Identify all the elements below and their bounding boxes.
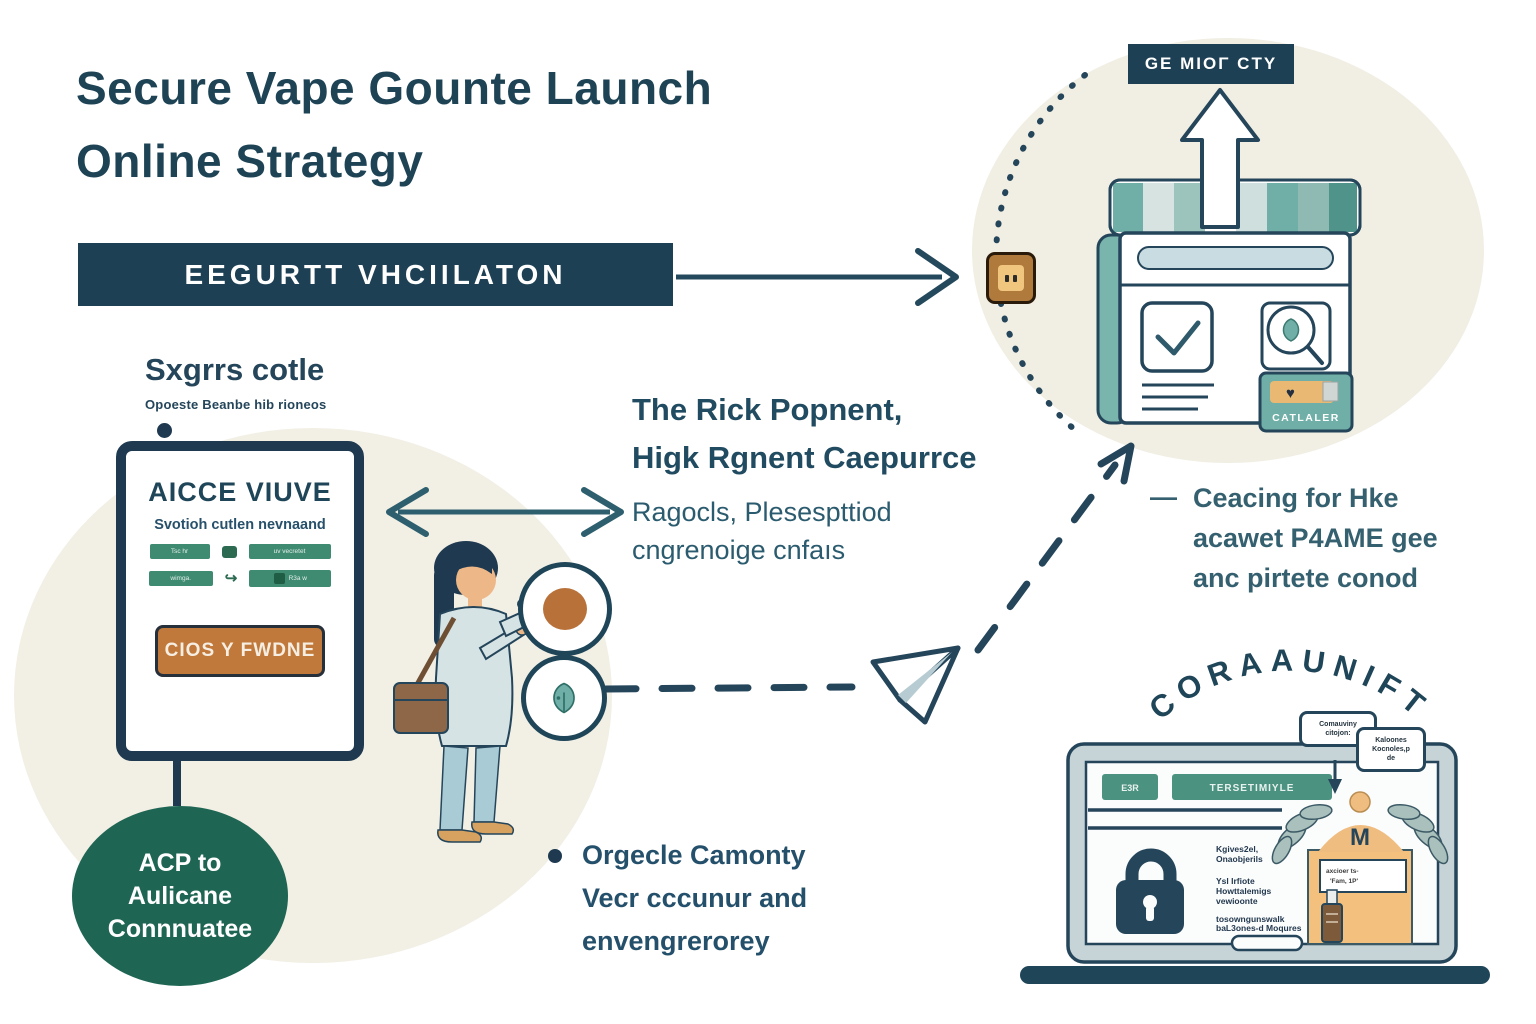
center-body-line1: Ragocls, Plesespttiod	[632, 497, 892, 527]
svg-text:Howttalemigs: Howttalemigs	[1216, 886, 1272, 896]
storefront-searchbar[interactable]	[1137, 246, 1334, 270]
note-line: Kocnoles,p	[1372, 746, 1410, 753]
note-line: citojon:	[1325, 730, 1351, 737]
award-illustration: M axcioer ts- 'Fam, 1P'	[1271, 791, 1449, 945]
validation-banner: EEGURTT VHCIILATON	[78, 243, 673, 306]
stamp-icon	[221, 545, 237, 558]
svg-text:baL3ones-d Moqures: baL3ones-d Moqures	[1216, 923, 1302, 933]
right-note-block: — Ceacing for Hke acawet P4AME gee anc p…	[1150, 478, 1438, 598]
note-down-arrow	[1328, 760, 1342, 794]
center-text-block: The Rick Popnent, Higk Rgnent Caepurrce …	[632, 386, 977, 569]
left-subheading: Opoeste Beanbe hib rioneos	[145, 397, 327, 412]
redo-arrow-icon: ↪	[224, 570, 238, 587]
bottom-note-line2: Vecr cccunur and	[582, 883, 808, 913]
svg-text:Ysl Irfiote: Ysl Irfiote	[1216, 876, 1255, 886]
tablet-pill[interactable]: Tsc hr	[149, 544, 210, 559]
leaf-icon	[553, 682, 575, 714]
laptop-hinge	[1230, 934, 1304, 952]
laptop-button-wide-label: TERSETIMIYLE	[1210, 783, 1295, 794]
green-circle-line3: Connnuatee	[107, 914, 253, 943]
tablet-pill-label: R3a w	[288, 575, 307, 582]
title-line2: Online Strategy	[76, 135, 424, 187]
left-heading: Sxgrrs cotle	[145, 352, 325, 387]
laptop-text-block: Kgives2el, Onaobjerils Ysl Irfiote Howtt…	[1216, 844, 1302, 933]
bottom-note-line3: envengrerorey	[582, 926, 770, 956]
note-line: de	[1386, 755, 1396, 762]
community-note-card: Kaloones Kocnoles,p de	[1356, 727, 1426, 772]
paper-plane-icon	[870, 645, 961, 725]
catalog-card-label: CATLALER	[1272, 412, 1340, 424]
magnifier-lens	[518, 562, 612, 656]
right-note-line2: acawet P4AME gee	[1193, 523, 1438, 553]
note-line: Kaloones	[1375, 737, 1407, 744]
plug-socket	[998, 265, 1024, 291]
svg-text:Kgives2el,: Kgives2el,	[1216, 844, 1258, 854]
leaf-circle	[521, 655, 607, 741]
green-circle-line1: ACP to	[138, 848, 222, 877]
bottom-note-line1: Orgecle Camonty	[582, 840, 806, 870]
svg-text:Onaobjerils: Onaobjerils	[1216, 854, 1263, 864]
center-body-line2: cngrenoige cnfaıs	[632, 535, 846, 565]
svg-text:'Fam, 1P': 'Fam, 1P'	[1330, 878, 1358, 885]
community-arc-label: CORAAUNIFT	[1143, 642, 1430, 726]
plug-icon	[986, 252, 1036, 304]
checkmark-icon	[1140, 301, 1214, 373]
svg-text:vewioonte: vewioonte	[1216, 896, 1258, 906]
dashed-line-horizontal	[602, 683, 856, 693]
left-section-header: Sxgrrs cotle Opoeste Beanbe hib rioneos	[145, 352, 326, 438]
right-note-line1: Ceacing for Hke	[1193, 483, 1399, 513]
svg-text:axcioer ts-: axcioer ts-	[1326, 868, 1359, 875]
tablet-pill[interactable]: R3a w	[249, 570, 332, 587]
tablet-cta-button[interactable]: CIOS Y FWDNE	[155, 625, 325, 677]
award-monogram: M	[1350, 824, 1370, 851]
bottle-icon	[1321, 903, 1343, 943]
center-heading-line1: The Rick Popnent,	[632, 392, 903, 427]
center-heading-line2: Higk Rgnent Caepurrce	[632, 440, 977, 475]
tablet-subtitle: Svotioh cutlen nevnaand	[154, 517, 326, 533]
laptop-illustration: E3R TERSETIMIYLE Kgives2el, Onaobjerils …	[1020, 742, 1490, 984]
bottom-note-block: Orgecle Camonty Vecr cccunur and envengr…	[548, 834, 807, 963]
right-note-line3: anc pirtete conod	[1193, 563, 1419, 593]
svg-text:CORAAUNIFT: CORAAUNIFT	[1143, 642, 1438, 726]
tablet-card: AICCE VIUVE Svotioh cutlen nevnaand Tsc …	[116, 441, 364, 761]
bullet-dot	[157, 423, 172, 438]
bullet-dot	[548, 848, 562, 863]
laptop-base	[1020, 966, 1490, 984]
note-line: Comauviny	[1319, 721, 1357, 728]
svg-text:tosowngunswalk: tosowngunswalk	[1216, 914, 1285, 924]
green-circle-callout: ACP to Aulicane Connnuatee	[72, 806, 288, 986]
store-badge-label: GE MIOΓ CTY	[1144, 54, 1278, 73]
laptop-button-wide[interactable]	[1172, 774, 1332, 800]
heart-icon: ♥	[1286, 385, 1295, 402]
dashed-arrow-up	[974, 442, 1135, 654]
product-sphere-icon	[543, 588, 587, 630]
tablet-pill[interactable]: wimga.	[148, 571, 213, 586]
storefront-text-lines	[1142, 383, 1214, 411]
community-arc: CORAAUNIFT	[1143, 642, 1438, 726]
store-badge: GE MIOΓ CTY	[1128, 44, 1294, 84]
green-circle-line2: Aulicane	[127, 881, 233, 910]
dash-bullet: —	[1150, 482, 1177, 512]
banner-label: EEGURTT VHCIILATON	[184, 258, 567, 290]
tablet-title: AICCE VIUVE	[148, 477, 332, 507]
storefront-illustration: ♥ CATLALER	[1096, 88, 1362, 433]
page-title: Secure Vape Gounte Launch Online Strateg…	[76, 52, 712, 198]
tablet-pill[interactable]: uv vecretet	[248, 544, 331, 559]
up-arrow-icon	[1180, 88, 1260, 229]
title-line1: Secure Vape Gounte Launch	[76, 62, 713, 114]
catalog-card: ♥ CATLALER	[1258, 371, 1354, 433]
laptop-button-small-label: E3R	[1121, 783, 1139, 793]
lock-icon	[1116, 848, 1184, 934]
pill-icon	[273, 573, 285, 584]
laptop-button-small[interactable]	[1102, 774, 1158, 800]
banner-arrow	[676, 248, 959, 306]
search-product-icon	[1260, 301, 1332, 371]
